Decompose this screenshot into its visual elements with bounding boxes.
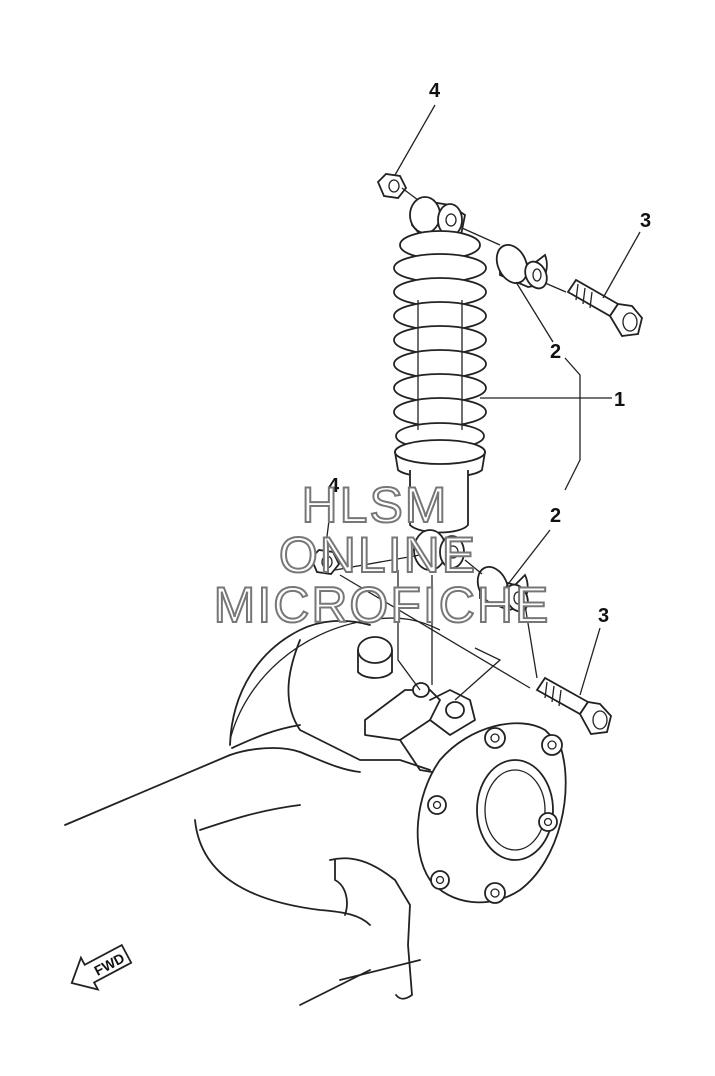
bushing-lower [476,566,529,613]
shock-absorber [393,196,487,571]
callout-3-upper: 3 [640,210,651,232]
callout-2-upper: 2 [550,341,561,363]
bushing-upper [495,244,548,290]
watermark-line-3: MICROFICHE [214,577,551,633]
callout-2-lower: 2 [550,505,561,527]
nut-upper [376,173,408,199]
watermark-line-2: ONLINE [279,527,477,583]
assembly-lines [334,187,567,701]
watermark-line-1: HLSM [302,477,449,533]
nut-lower [309,549,341,575]
axle-housing-assembly [64,617,567,1006]
bolt-upper [566,278,643,337]
callout-1: 1 [614,389,625,411]
callout-4-upper: 4 [429,80,441,102]
callout-labels: 4 3 2 1 4 2 3 [328,80,651,627]
watermark: HLSM ONLINE MICROFICHE [213,476,551,634]
shock-spring [393,253,487,450]
bolt-lower [535,676,612,735]
callout-3-lower: 3 [598,605,609,627]
callout-4-lower: 4 [328,475,340,497]
fwd-arrow-icon: FWD [70,943,133,991]
callout-leaders [324,104,641,696]
